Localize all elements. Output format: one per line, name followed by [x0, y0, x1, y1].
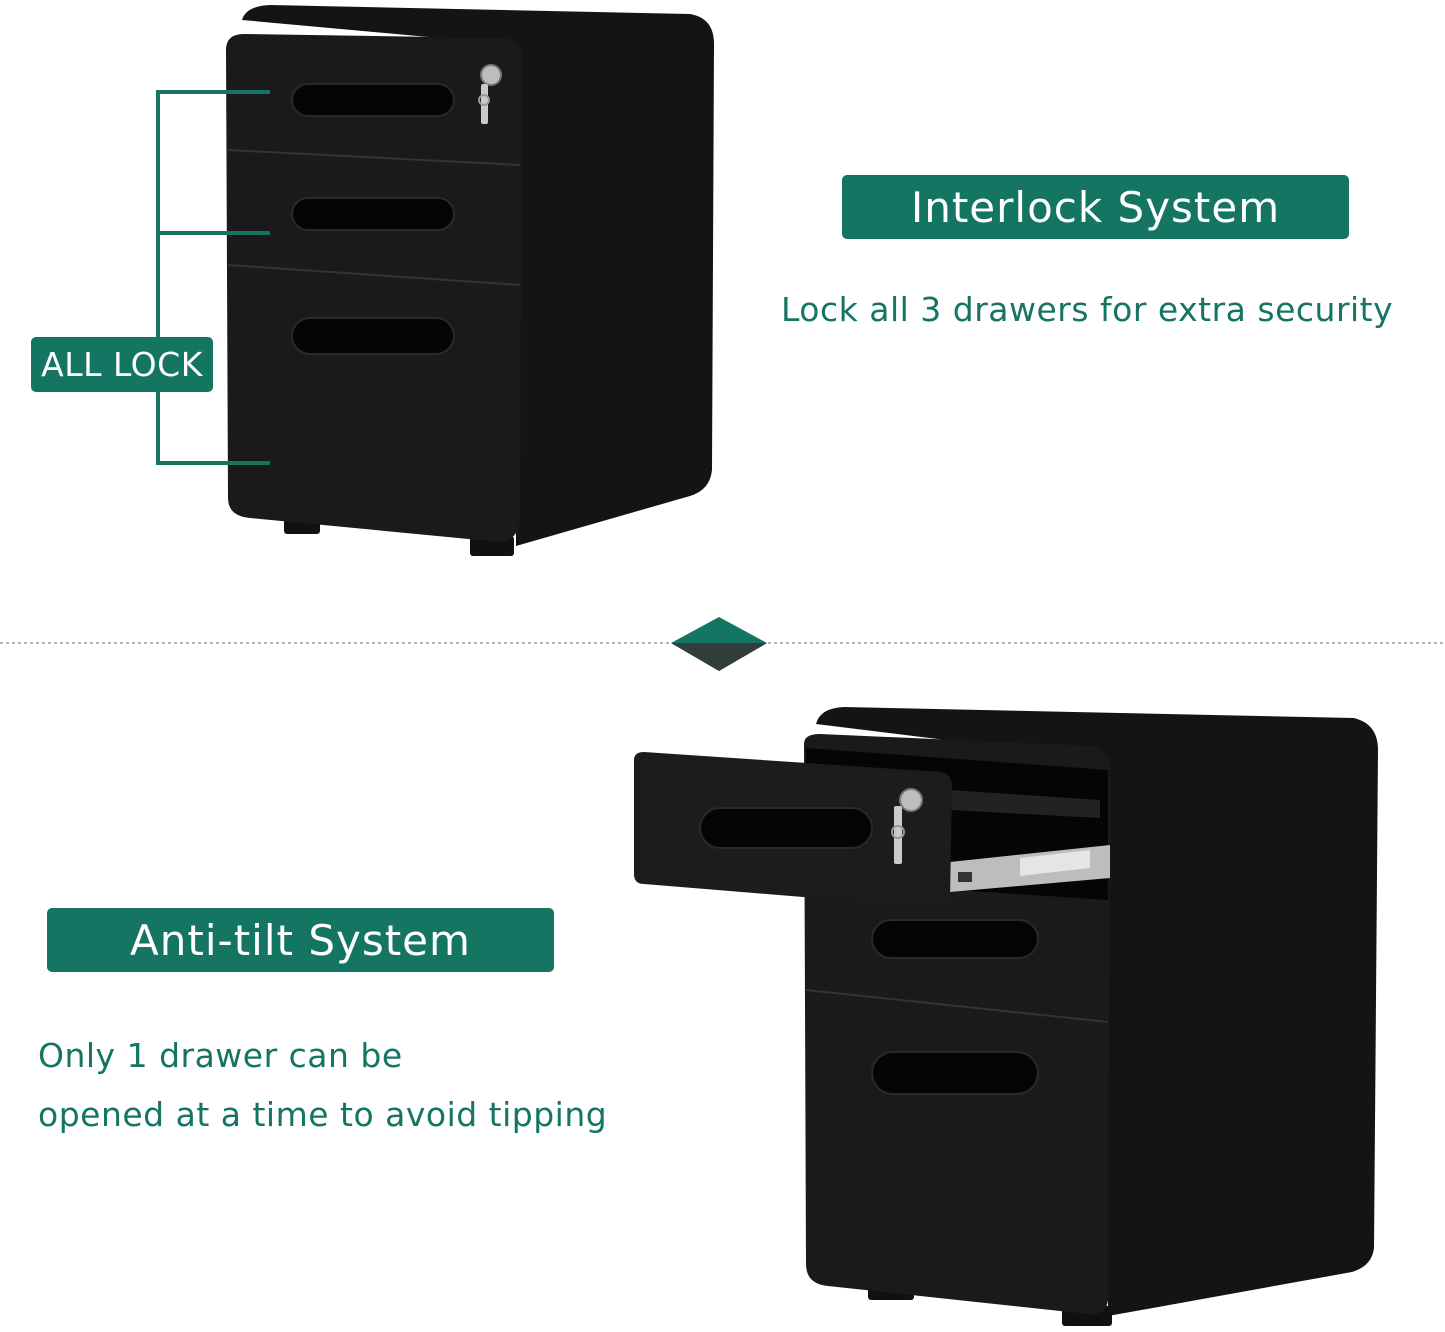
anti-tilt-system-title: Anti-tilt System [47, 908, 554, 972]
all-lock-badge: ALL LOCK [31, 337, 213, 392]
interlock-system-title: Interlock System [842, 175, 1349, 239]
drawer-slide-rail [950, 790, 1110, 892]
anti-tilt-description-line-2: opened at a time to avoid tipping [38, 1095, 608, 1134]
all-lock-bracket [156, 90, 270, 465]
drawer-handle [291, 83, 455, 117]
drawer-handle [291, 197, 455, 231]
drawer-handle [871, 919, 1039, 959]
cabinet-side [242, 5, 714, 546]
cabinet-side [816, 707, 1378, 1316]
key-lock-icon [891, 788, 923, 864]
drawer-handle [291, 317, 455, 355]
section-divider [0, 617, 1445, 671]
interlock-description: Lock all 3 drawers for extra security [781, 290, 1394, 329]
drawer-handle [871, 1051, 1039, 1095]
key-lock-icon [478, 64, 502, 124]
anti-tilt-description-line-1: Only 1 drawer can be [38, 1036, 403, 1075]
open-drawer-cabinet-image [634, 707, 1378, 1326]
closed-cabinet-image [226, 5, 714, 556]
drawer-handle [699, 807, 873, 849]
